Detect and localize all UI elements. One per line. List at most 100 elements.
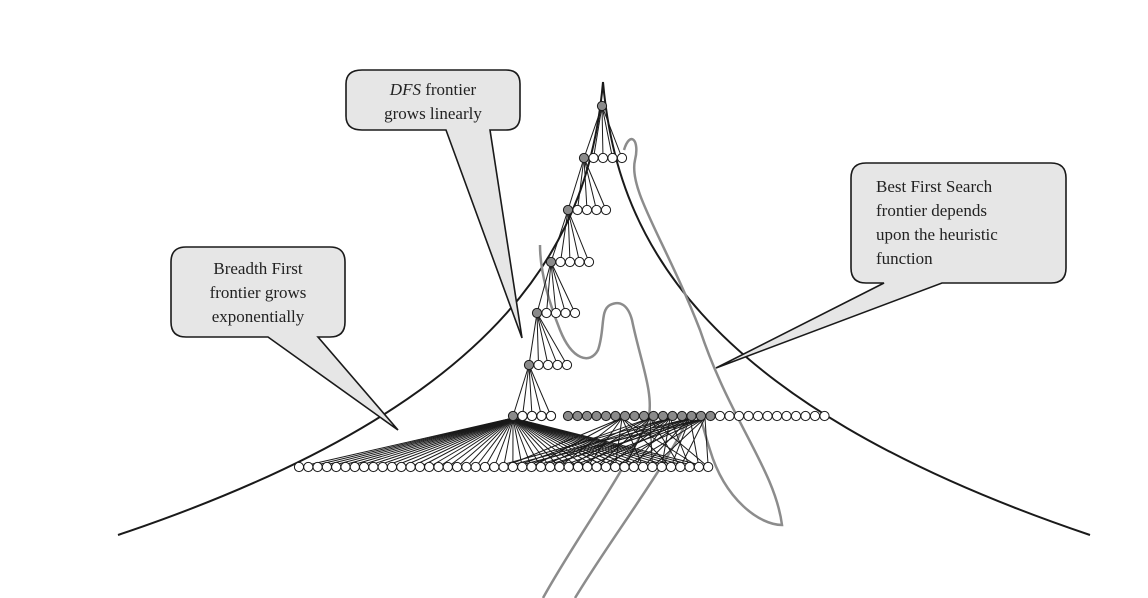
dfs-expanded-node xyxy=(523,359,535,371)
dfs-open-node xyxy=(541,307,552,319)
bfs-frontier-node xyxy=(628,461,639,473)
tree-edge xyxy=(583,157,597,211)
bfs-frontier-node xyxy=(703,461,714,473)
tree-edge xyxy=(494,417,671,468)
bfs-frontier-node xyxy=(600,461,612,473)
tree-edge xyxy=(679,417,706,468)
bfs-frontier-node xyxy=(359,461,370,473)
tree-edge xyxy=(567,157,585,211)
frontier-expanded-node xyxy=(619,410,631,422)
tree-edge xyxy=(624,417,706,468)
bfs-frontier-node xyxy=(405,461,416,473)
frontier-open-node xyxy=(714,410,726,422)
tree-edge xyxy=(536,312,558,366)
dfs-callout-dfs-word: DFS xyxy=(389,80,422,99)
frontier-expanded-node xyxy=(648,410,659,422)
frontier-expanded-node xyxy=(610,410,621,422)
frontier-expanded-node xyxy=(591,410,602,422)
tree-edge xyxy=(593,105,603,159)
frontier-open-node xyxy=(800,410,811,422)
frontier-expanded-node xyxy=(705,410,716,422)
bfs-frontier-node xyxy=(377,461,388,473)
dfs-open-node xyxy=(616,152,628,164)
dfs-open-node xyxy=(517,410,528,422)
bfs-callout: Breadth First frontier grows exponential… xyxy=(170,246,399,431)
dfs-open-node xyxy=(581,204,593,216)
tree-edge xyxy=(546,261,552,314)
dfs-open-node xyxy=(555,256,566,268)
tree-edge xyxy=(550,261,576,314)
tree-edge xyxy=(550,209,569,263)
best-first-frontier-outline-right xyxy=(573,137,784,598)
bfs-frontier-node xyxy=(312,461,323,473)
dfs-open-node xyxy=(583,256,595,268)
tree-edge xyxy=(540,417,706,468)
bfs-frontier-node xyxy=(498,461,509,473)
dfs-open-node xyxy=(588,152,599,164)
dfs-expanded-node xyxy=(578,152,590,164)
dfs-expanded-node xyxy=(507,410,519,422)
frontier-expanded-node xyxy=(581,410,593,422)
dfs-open-node xyxy=(533,359,544,371)
best-first-callout-line3: upon the heuristic xyxy=(876,225,998,244)
tree-edge xyxy=(522,364,530,417)
bfs-frontier-node xyxy=(656,461,667,473)
bfs-frontier-node xyxy=(610,461,621,473)
tree-edge xyxy=(536,312,568,366)
bfs-frontier-node xyxy=(331,461,342,473)
tree-edge xyxy=(601,105,613,159)
dfs-open-node xyxy=(607,152,618,164)
bfs-frontier-node xyxy=(647,461,658,473)
bfs-frontier-node xyxy=(563,461,574,473)
tree-edge xyxy=(550,261,557,314)
frontier-open-node xyxy=(809,410,821,422)
tree-edge xyxy=(528,312,538,366)
tree-edge xyxy=(391,417,514,468)
tree-edge xyxy=(512,364,530,417)
best-first-callout: Best First Search frontier depends upon … xyxy=(715,162,1067,369)
tree-edge xyxy=(466,417,514,468)
best-first-frontier-outline xyxy=(538,244,652,598)
tree-edge xyxy=(560,209,569,263)
dfs-open-node xyxy=(536,410,547,422)
bfs-frontier-node xyxy=(349,461,360,473)
tree-edge xyxy=(512,417,588,468)
bfs-frontier-node xyxy=(303,461,314,473)
bfs-frontier-node xyxy=(470,461,481,473)
tree-edge xyxy=(704,417,709,468)
tree-edge xyxy=(559,417,691,468)
bfs-frontier-node xyxy=(424,461,435,473)
tree-edge xyxy=(401,417,514,468)
frontier-open-node xyxy=(819,410,830,422)
dfs-open-node xyxy=(545,410,557,422)
frontier-expanded-node xyxy=(600,410,612,422)
tree-edge xyxy=(652,417,706,468)
bfs-frontier-node xyxy=(433,461,444,473)
bfs-frontier-node xyxy=(619,461,630,473)
bfs-callout-bubble xyxy=(170,246,399,431)
dfs-open-node xyxy=(542,359,554,371)
tree-edge xyxy=(512,417,644,468)
frontier-open-node xyxy=(752,410,764,422)
bfs-frontier-node xyxy=(368,461,379,473)
bfs-frontier-node xyxy=(535,461,546,473)
frontier-open-node xyxy=(733,410,745,422)
tree-edges xyxy=(298,105,709,468)
bfs-frontier-node xyxy=(526,461,537,473)
frontier-expanded-node xyxy=(638,410,650,422)
bfs-callout-line2: frontier grows xyxy=(210,283,307,302)
bfs-frontier-node xyxy=(293,461,305,473)
bfs-callout-line1: Breadth First xyxy=(213,259,303,278)
best-first-callout-line2: frontier depends xyxy=(876,201,987,220)
frontier-expanded-node xyxy=(657,410,669,422)
bfs-frontier-node xyxy=(665,461,677,473)
dfs-open-node xyxy=(560,307,571,319)
tree-edge xyxy=(577,157,585,211)
bfs-frontier-node xyxy=(489,461,500,473)
frontier-expanded-node xyxy=(695,410,707,422)
dfs-open-node xyxy=(600,204,612,216)
bfs-frontier-node xyxy=(396,461,407,473)
frontier-expanded-node xyxy=(686,410,697,422)
tree-edge xyxy=(550,261,566,314)
